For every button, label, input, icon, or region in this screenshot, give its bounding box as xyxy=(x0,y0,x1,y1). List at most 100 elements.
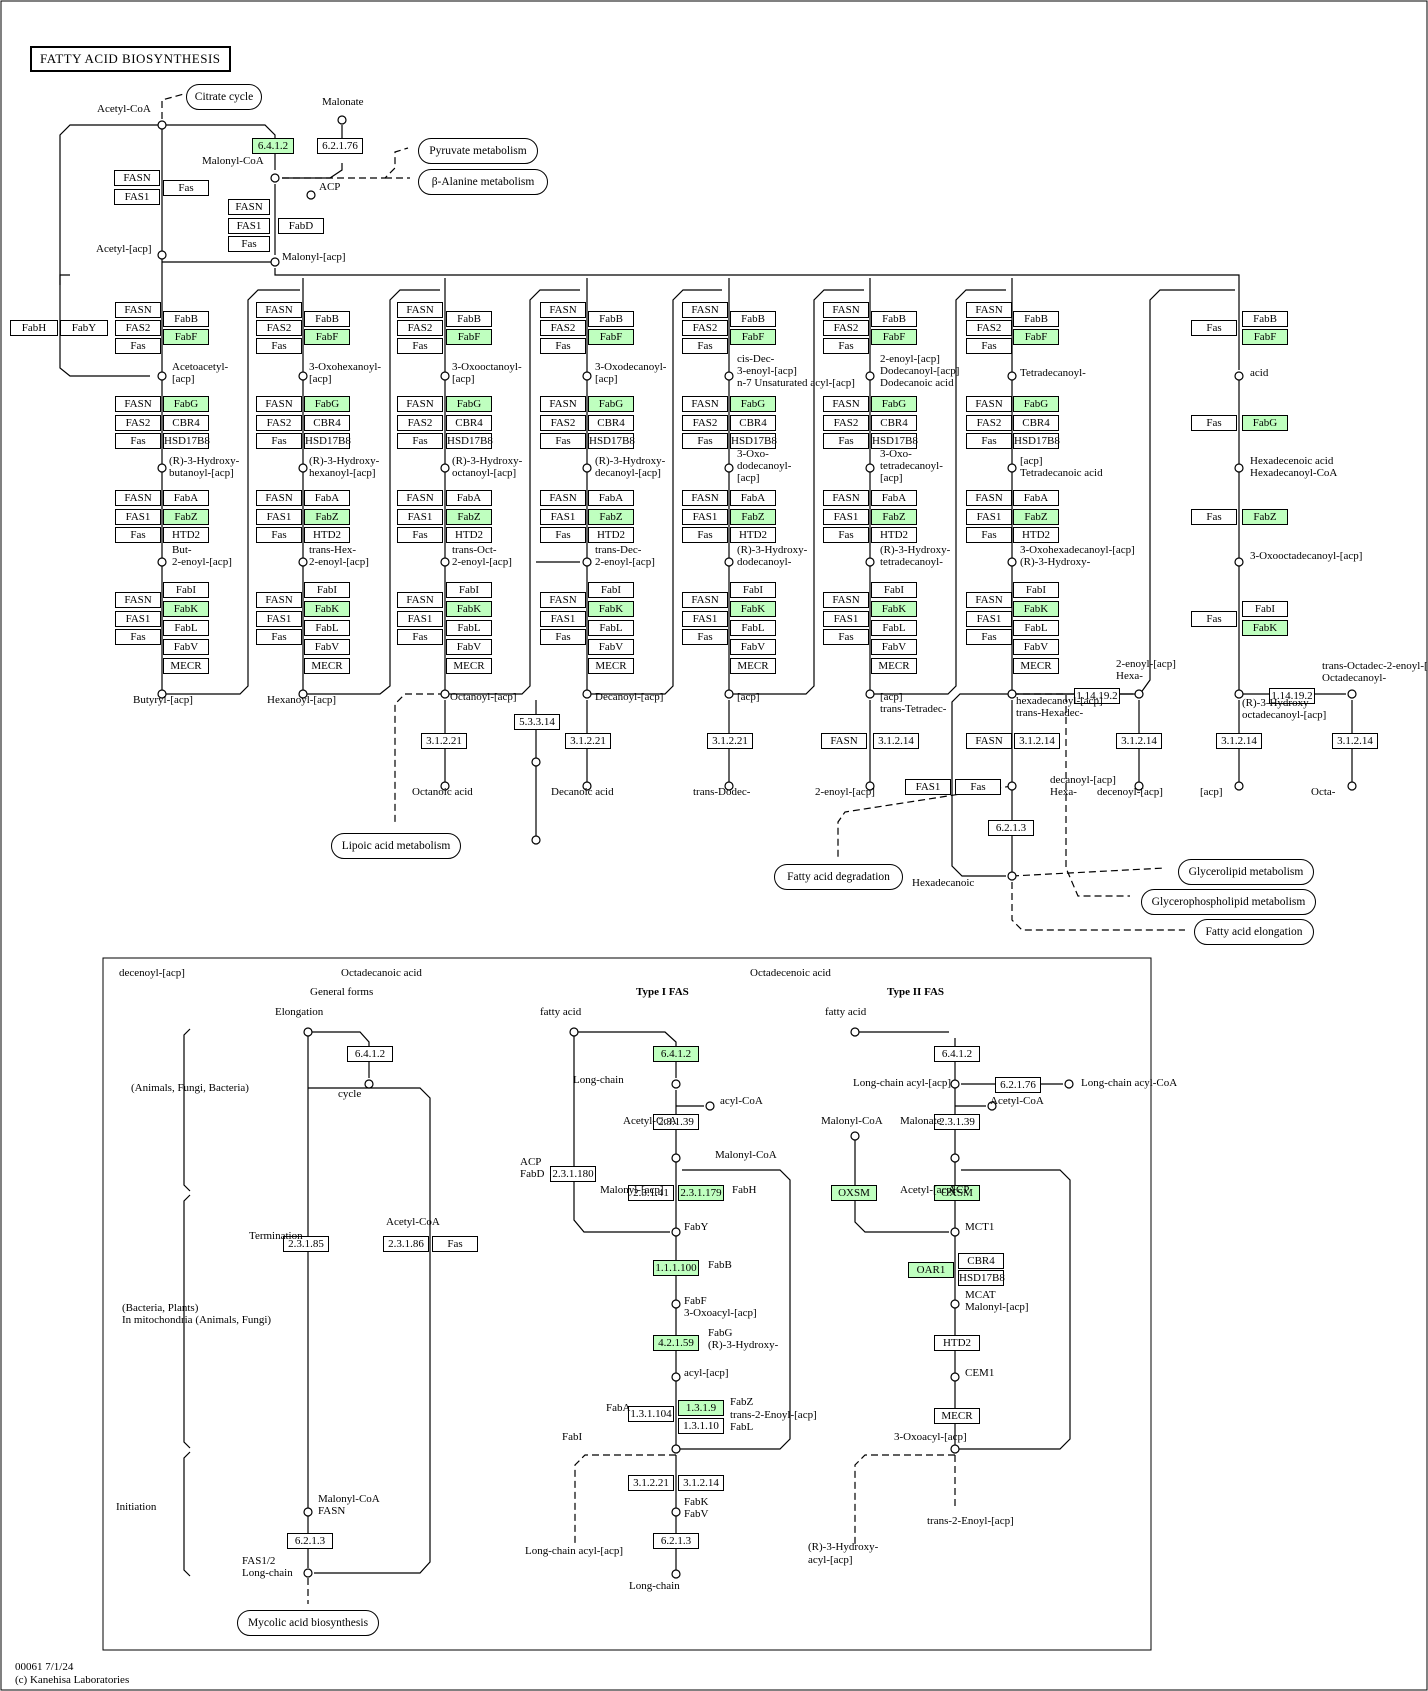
enzyme-box[interactable]: 1.3.1.104 xyxy=(628,1406,674,1422)
enzyme-box[interactable]: FASN xyxy=(540,592,586,608)
enzyme-box[interactable]: FAS2 xyxy=(682,320,728,336)
enzyme-box[interactable]: HSD17B8 xyxy=(446,433,493,449)
enzyme-box[interactable]: MECR xyxy=(934,1408,980,1424)
enzyme-box[interactable]: CBR4 xyxy=(1013,415,1059,431)
compound-node[interactable] xyxy=(157,250,167,260)
enzyme-box[interactable]: OXSM xyxy=(831,1185,877,1201)
enzyme-box[interactable]: FASN xyxy=(256,592,302,608)
enzyme-box[interactable]: MECR xyxy=(871,658,917,674)
compound-node[interactable] xyxy=(1007,871,1017,881)
compound-node[interactable] xyxy=(671,1227,681,1237)
enzyme-box[interactable]: 6.2.1.3 xyxy=(653,1533,699,1549)
enzyme-box[interactable]: FAS2 xyxy=(540,320,586,336)
enzyme-box[interactable]: FASN xyxy=(256,302,302,318)
enzyme-box[interactable]: Fas xyxy=(432,1236,478,1252)
enzyme-box[interactable]: 6.2.1.3 xyxy=(287,1533,333,1549)
enzyme-box[interactable]: FabF xyxy=(304,329,350,345)
enzyme-box[interactable]: 2.3.1.179 xyxy=(678,1185,724,1201)
enzyme-box[interactable]: Fas xyxy=(540,629,586,645)
compound-node[interactable] xyxy=(1234,463,1244,473)
enzyme-box[interactable]: FabB xyxy=(871,311,917,327)
compound-node[interactable] xyxy=(671,1299,681,1309)
enzyme-box[interactable]: CBR4 xyxy=(958,1253,1004,1269)
enzyme-box[interactable]: FAS2 xyxy=(966,320,1012,336)
enzyme-box[interactable]: HSD17B8 xyxy=(1013,433,1060,449)
enzyme-box[interactable]: HTD2 xyxy=(163,527,209,543)
enzyme-box[interactable]: 3.1.2.21 xyxy=(565,733,611,749)
enzyme-box[interactable]: FabA xyxy=(446,490,492,506)
pathway-map-link[interactable]: β-Alanine metabolism xyxy=(418,169,548,195)
enzyme-box[interactable]: Fas xyxy=(966,433,1012,449)
compound-node[interactable] xyxy=(724,689,734,699)
enzyme-box[interactable]: FabA xyxy=(1013,490,1059,506)
enzyme-box[interactable]: FabV xyxy=(588,639,634,655)
enzyme-box[interactable]: Fas xyxy=(1191,509,1237,525)
compound-node[interactable] xyxy=(270,257,280,267)
enzyme-box[interactable]: FASN xyxy=(397,396,443,412)
enzyme-box[interactable]: FASN xyxy=(115,396,161,412)
enzyme-box[interactable]: Fas xyxy=(955,779,1001,795)
compound-node[interactable] xyxy=(987,1101,997,1111)
enzyme-box[interactable]: FabL xyxy=(730,620,776,636)
compound-node[interactable] xyxy=(724,463,734,473)
enzyme-box[interactable]: FabF xyxy=(730,329,776,345)
enzyme-box[interactable]: FASN xyxy=(823,302,869,318)
enzyme-box[interactable]: HTD2 xyxy=(871,527,917,543)
enzyme-box[interactable]: Fas xyxy=(823,338,869,354)
compound-node[interactable] xyxy=(582,781,592,791)
enzyme-box[interactable]: FASN xyxy=(540,396,586,412)
enzyme-box[interactable]: FabZ xyxy=(871,509,917,525)
enzyme-box[interactable]: Fas xyxy=(397,629,443,645)
enzyme-box[interactable]: FabG xyxy=(871,396,917,412)
enzyme-box[interactable]: FASN xyxy=(823,490,869,506)
pathway-map-link[interactable]: Glycerolipid metabolism xyxy=(1178,859,1314,885)
enzyme-box[interactable]: FASN xyxy=(821,733,867,749)
enzyme-box[interactable]: OAR1 xyxy=(908,1262,954,1278)
enzyme-box[interactable]: FASN xyxy=(256,490,302,506)
enzyme-box[interactable]: FabG xyxy=(163,396,209,412)
enzyme-box[interactable]: FabL xyxy=(446,620,492,636)
compound-node[interactable] xyxy=(303,1568,313,1578)
enzyme-box[interactable]: FabG xyxy=(730,396,776,412)
compound-node[interactable] xyxy=(865,371,875,381)
enzyme-box[interactable]: FabG xyxy=(588,396,634,412)
pathway-map-link[interactable]: Fatty acid elongation xyxy=(1194,919,1314,945)
compound-node[interactable] xyxy=(440,689,450,699)
compound-node[interactable] xyxy=(531,757,541,767)
enzyme-box[interactable]: HSD17B8 xyxy=(871,433,918,449)
enzyme-box[interactable]: FAS1 xyxy=(682,611,728,627)
enzyme-box[interactable]: FASN xyxy=(682,396,728,412)
compound-node[interactable] xyxy=(1134,781,1144,791)
enzyme-box[interactable]: Fas xyxy=(540,338,586,354)
enzyme-box[interactable]: FAS2 xyxy=(115,320,161,336)
enzyme-box[interactable]: FabV xyxy=(1013,639,1059,655)
compound-node[interactable] xyxy=(865,557,875,567)
enzyme-box[interactable]: FabK xyxy=(163,601,209,617)
compound-node[interactable] xyxy=(865,781,875,791)
enzyme-box[interactable]: FAS2 xyxy=(823,415,869,431)
enzyme-box[interactable]: FAS1 xyxy=(256,509,302,525)
compound-node[interactable] xyxy=(440,371,450,381)
enzyme-box[interactable]: FAS1 xyxy=(256,611,302,627)
compound-node[interactable] xyxy=(306,190,316,200)
enzyme-box[interactable]: CBR4 xyxy=(871,415,917,431)
enzyme-box[interactable]: Fas xyxy=(397,338,443,354)
enzyme-box[interactable]: 1.3.1.9 xyxy=(678,1400,724,1416)
enzyme-box[interactable]: FAS2 xyxy=(256,415,302,431)
enzyme-box[interactable]: FASN xyxy=(682,490,728,506)
compound-node[interactable] xyxy=(1064,1079,1074,1089)
enzyme-box[interactable]: FAS2 xyxy=(540,415,586,431)
compound-node[interactable] xyxy=(1007,557,1017,567)
enzyme-box[interactable]: FabD xyxy=(278,218,324,234)
compound-node[interactable] xyxy=(157,463,167,473)
compound-node[interactable] xyxy=(270,173,280,183)
enzyme-box[interactable]: Fas xyxy=(823,433,869,449)
enzyme-box[interactable]: HSD17B8 xyxy=(958,1270,1005,1286)
enzyme-box[interactable]: FabI xyxy=(730,582,776,598)
enzyme-box[interactable]: FabI xyxy=(1013,582,1059,598)
enzyme-box[interactable]: FAS1 xyxy=(397,509,443,525)
enzyme-box[interactable]: FASN xyxy=(823,592,869,608)
enzyme-box[interactable]: 3.1.2.14 xyxy=(1332,733,1378,749)
enzyme-box[interactable]: FabI xyxy=(1242,601,1288,617)
compound-node[interactable] xyxy=(850,1027,860,1037)
